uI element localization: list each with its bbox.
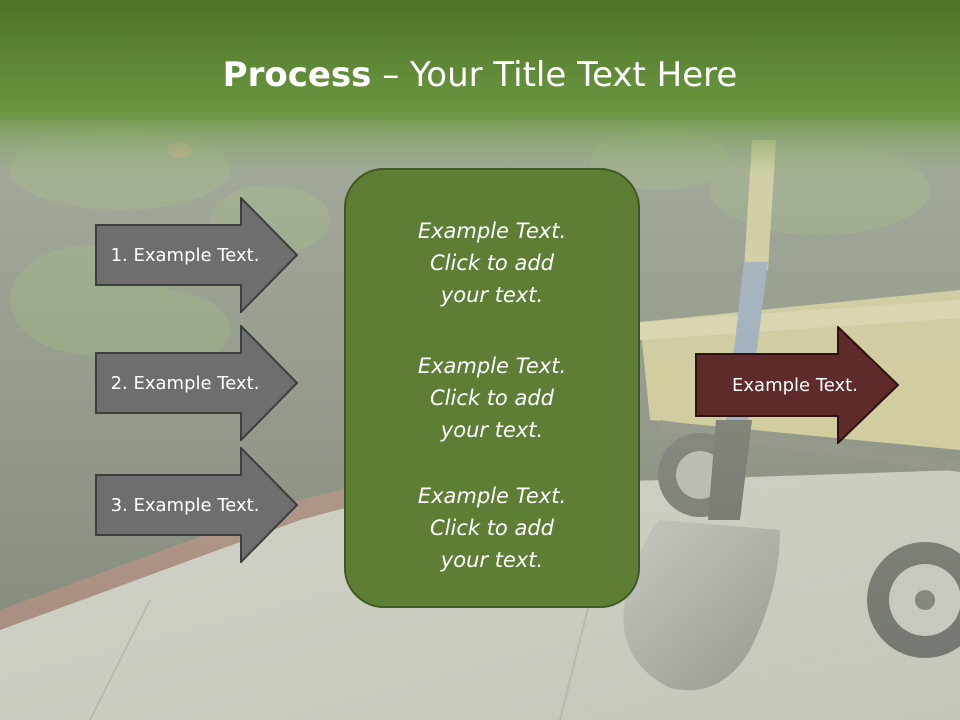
step-arrow-label: 2. Example Text. [110,372,260,394]
slide-title: Process – Your Title Text Here [0,50,960,100]
step-arrow-2[interactable]: 2. Example Text. [95,325,299,441]
center-text-block-3: Example Text. Click to add your text. [417,484,567,572]
center-text-block-2: Example Text. Click to add your text. [417,354,567,442]
step-arrow-3[interactable]: 3. Example Text. [95,447,299,563]
center-text-block-1: Example Text. Click to add your text. [417,219,567,307]
right-arrow-shape [695,326,900,444]
title-rest: Your Title Text Here [410,55,738,95]
step-arrow-label: 3. Example Text. [110,494,260,516]
center-text-box[interactable]: Example Text. Click to add your text. Ex… [344,168,640,608]
step-arrow-label: 1. Example Text. [110,244,260,266]
right-arrow-shape [95,197,299,313]
title-bold: Process [222,55,372,95]
step-arrow-1[interactable]: 1. Example Text. [95,197,299,313]
title-separator: – [371,55,411,95]
right-arrow-shape [95,447,299,563]
right-arrow-shape [95,325,299,441]
result-arrow-label: Example Text. [732,374,858,396]
result-arrow[interactable]: Example Text. [695,326,900,444]
